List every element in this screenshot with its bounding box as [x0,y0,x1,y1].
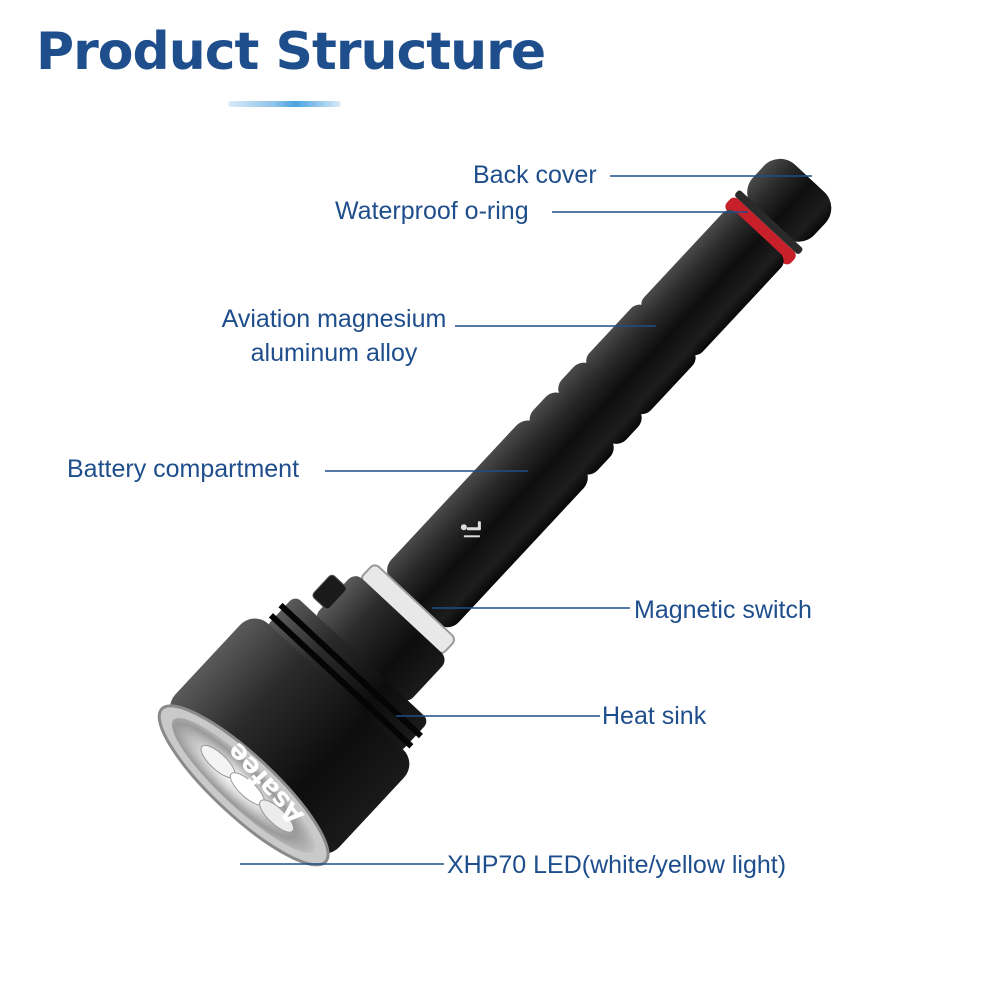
battery-tube-part [387,420,588,628]
label-magnetic-switch: Magnetic switch [634,596,812,624]
head-part [169,618,410,854]
page-title: Product Structure [36,22,546,82]
label-heat-sink: Heat sink [602,702,707,730]
oring-part [725,197,796,265]
label-led: XHP70 LED(white/yellow light) [447,851,787,879]
label-aviation: Aviation magnesium aluminum alloy [208,302,460,370]
label-battery-compartment: Battery compartment [67,455,300,483]
flashlight-body [157,158,832,867]
heat-sink-part [268,598,427,750]
label-back-cover: Back cover [473,161,597,189]
title-underline [228,101,341,107]
label-aviation-line1: Aviation magnesium [221,305,447,333]
label-aviation-line2: aluminum alloy [250,339,418,367]
label-waterproof-oring: Waterproof o-ring [335,197,529,225]
switch-knob-part [312,574,347,610]
